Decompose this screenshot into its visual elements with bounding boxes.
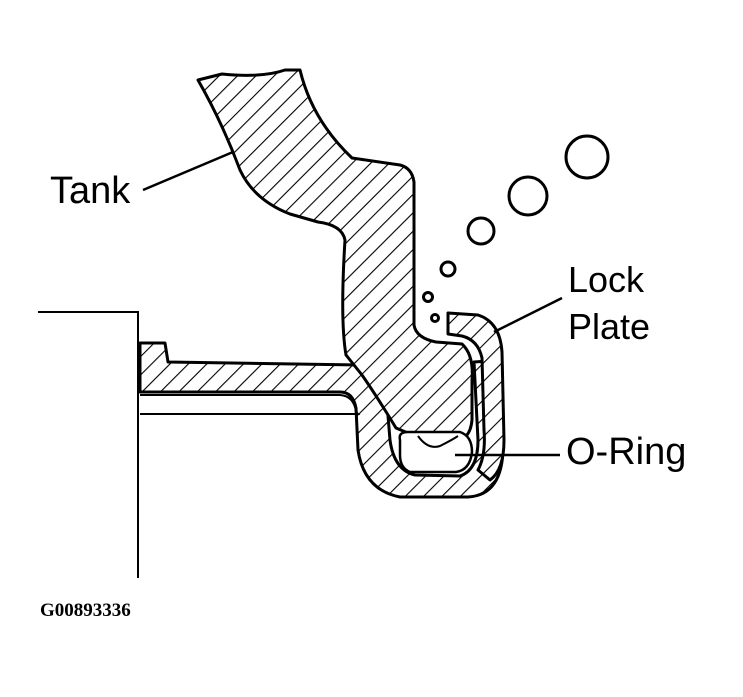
o-ring-detail [417,435,459,448]
lock-plate-label-line2: Plate [568,306,651,347]
bubble-5 [422,291,434,303]
header-plate-edge [140,394,361,415]
lock-plate-leader-line [493,296,563,334]
bubble-2 [507,175,549,217]
o-ring-label: O-Ring [566,431,687,473]
bubble-4 [439,260,457,278]
bubble-6 [430,313,440,323]
figure-id: G00893336 [40,600,131,621]
tank-label: Tank [50,170,131,212]
lock-plate [446,311,506,482]
lock-plate-label: Lock Plate [568,256,668,350]
lock-plate-label-line1: Lock [568,259,645,300]
o-ring [398,430,474,474]
tank-leader-line [142,150,234,192]
bubble-1 [564,134,610,180]
housing-outline [38,311,139,578]
bubble-3 [466,216,496,246]
